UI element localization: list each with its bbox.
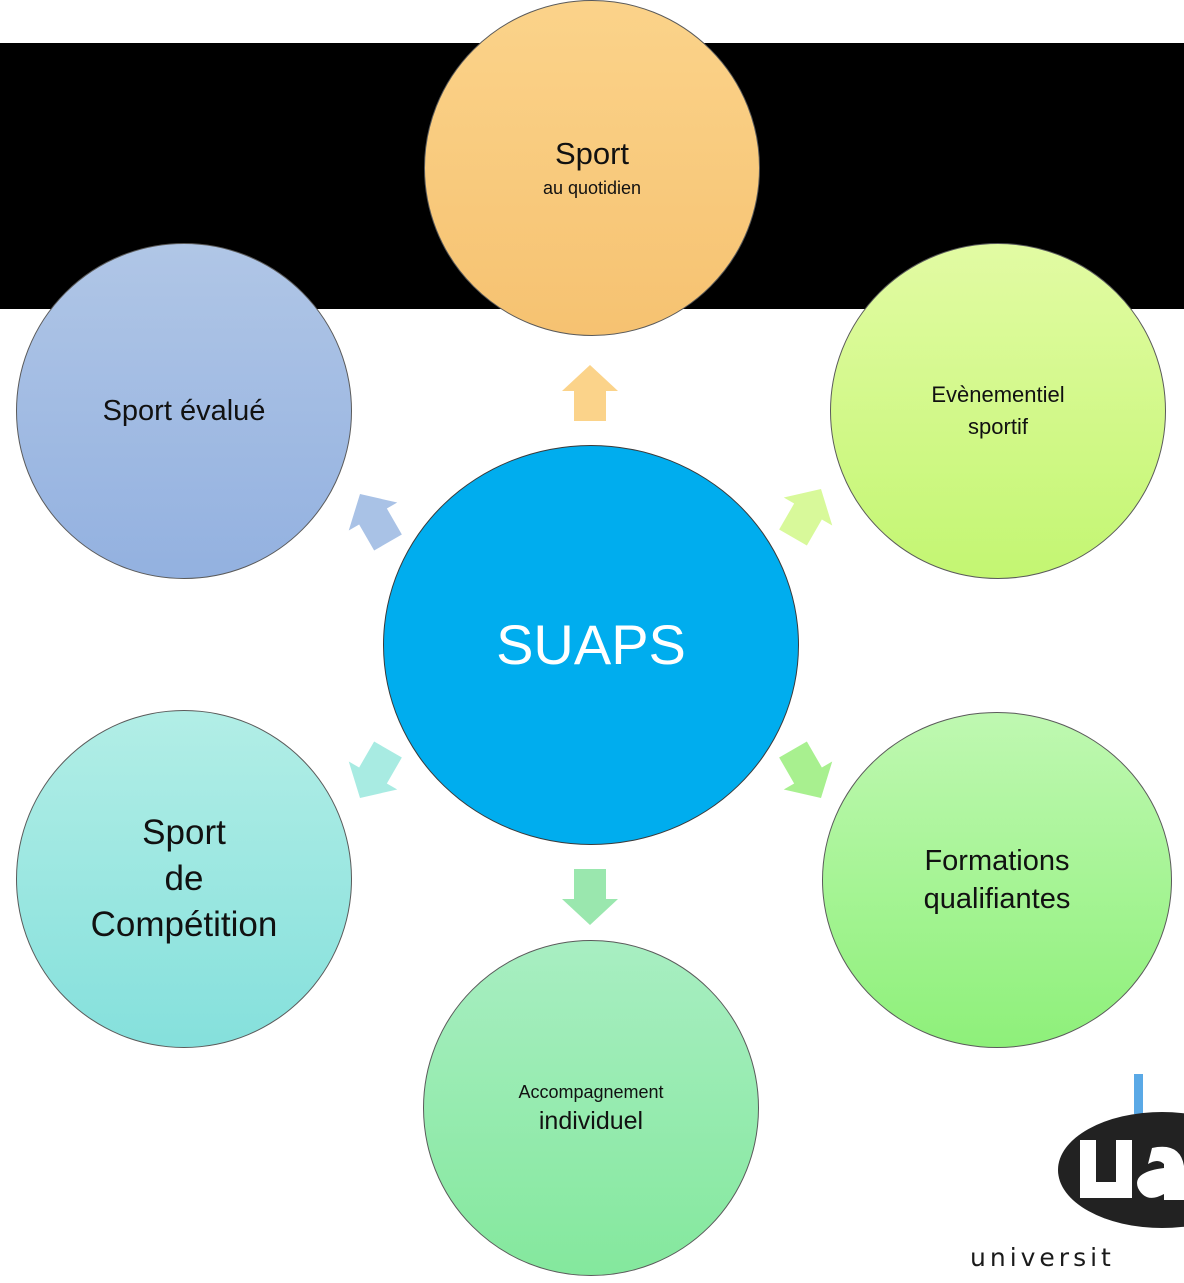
node-label-line: Sport [142,813,226,852]
university-logo [1058,1074,1184,1228]
node-label-line: sportif [968,414,1028,439]
node-evenementiel-sportif: Evènementiel sportif [830,243,1166,579]
node-label-line: Formations [924,845,1070,877]
logo-accent-bar [1134,1074,1143,1114]
node-formations-qualifiantes: Formations qualifiantes [822,712,1172,1048]
arrow-down-right [768,735,846,812]
arrow-down [562,869,618,925]
node-label-line: au quotidien [542,178,642,198]
node-label-line: Compétition [90,905,278,944]
arrow-up-left [335,480,413,557]
node-label-line: de [164,859,204,898]
logo-letter-u [1080,1140,1132,1198]
node-label-line: Evènementiel [931,382,1065,407]
arrow-up [562,365,618,421]
node-label-line: Accompagnement [518,1082,664,1102]
node-label-line: Sport évalué [102,395,266,427]
center-label: SUAPS [496,613,686,676]
node-sport-evalue: Sport évalué [16,243,352,579]
center-node-suaps: SUAPS [383,445,799,845]
node-accompagnement-individuel: Accompagnement individuel [423,940,759,1276]
arrow-up-right [768,475,846,552]
arrow-down-left [335,735,413,812]
node-sport-de-competition: Sport de Compétition [16,710,352,1048]
node-sport-au-quotidien: Sport au quotidien [424,0,760,336]
node-label-line: qualifiantes [923,883,1071,915]
logo-letter-a [1137,1146,1184,1200]
logo-wordmark: universit [970,1243,1115,1272]
node-label-line: individuel [538,1107,644,1135]
node-label-line: Sport [554,136,630,171]
